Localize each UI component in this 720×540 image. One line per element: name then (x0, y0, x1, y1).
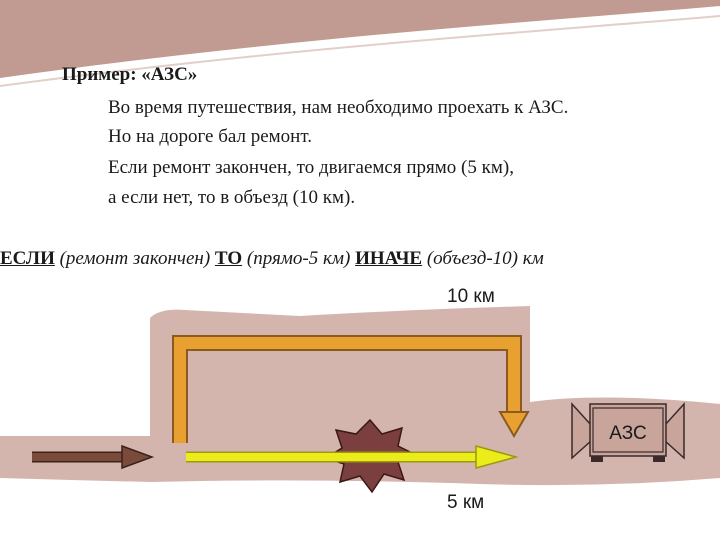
else-branch: (объезд-10) км (426, 248, 544, 269)
then-branch: (прямо-5 км) (246, 248, 351, 269)
detour-distance: 10 км (447, 286, 495, 307)
straight-distance: 5 км (447, 492, 485, 513)
if-condition: (ремонт закончен) (59, 248, 211, 269)
text-line-3: Если ремонт закончен, то двигаемся прямо… (108, 157, 514, 178)
station-label: АЗС (609, 423, 646, 444)
if-rule: ЕСЛИ (ремонт закончен) ТО (прямо-5 км) И… (0, 248, 720, 270)
else-keyword: ИНАЧЕ (355, 248, 423, 269)
text-line-1: Во время путешествия, нам необходимо про… (108, 97, 569, 118)
then-keyword: ТО (214, 248, 243, 269)
header-banner (0, 0, 720, 87)
text-line-4: а если нет, то в объезд (10 км). (108, 187, 356, 208)
gas-station: АЗС (571, 402, 685, 462)
if-keyword: ЕСЛИ (0, 248, 55, 269)
slide-title: Пример: «АЗС» (62, 64, 198, 85)
route-diagram: Ремонт АЗС (0, 306, 720, 494)
text-line-2: Но на дороге бал ремонт. (108, 126, 312, 147)
